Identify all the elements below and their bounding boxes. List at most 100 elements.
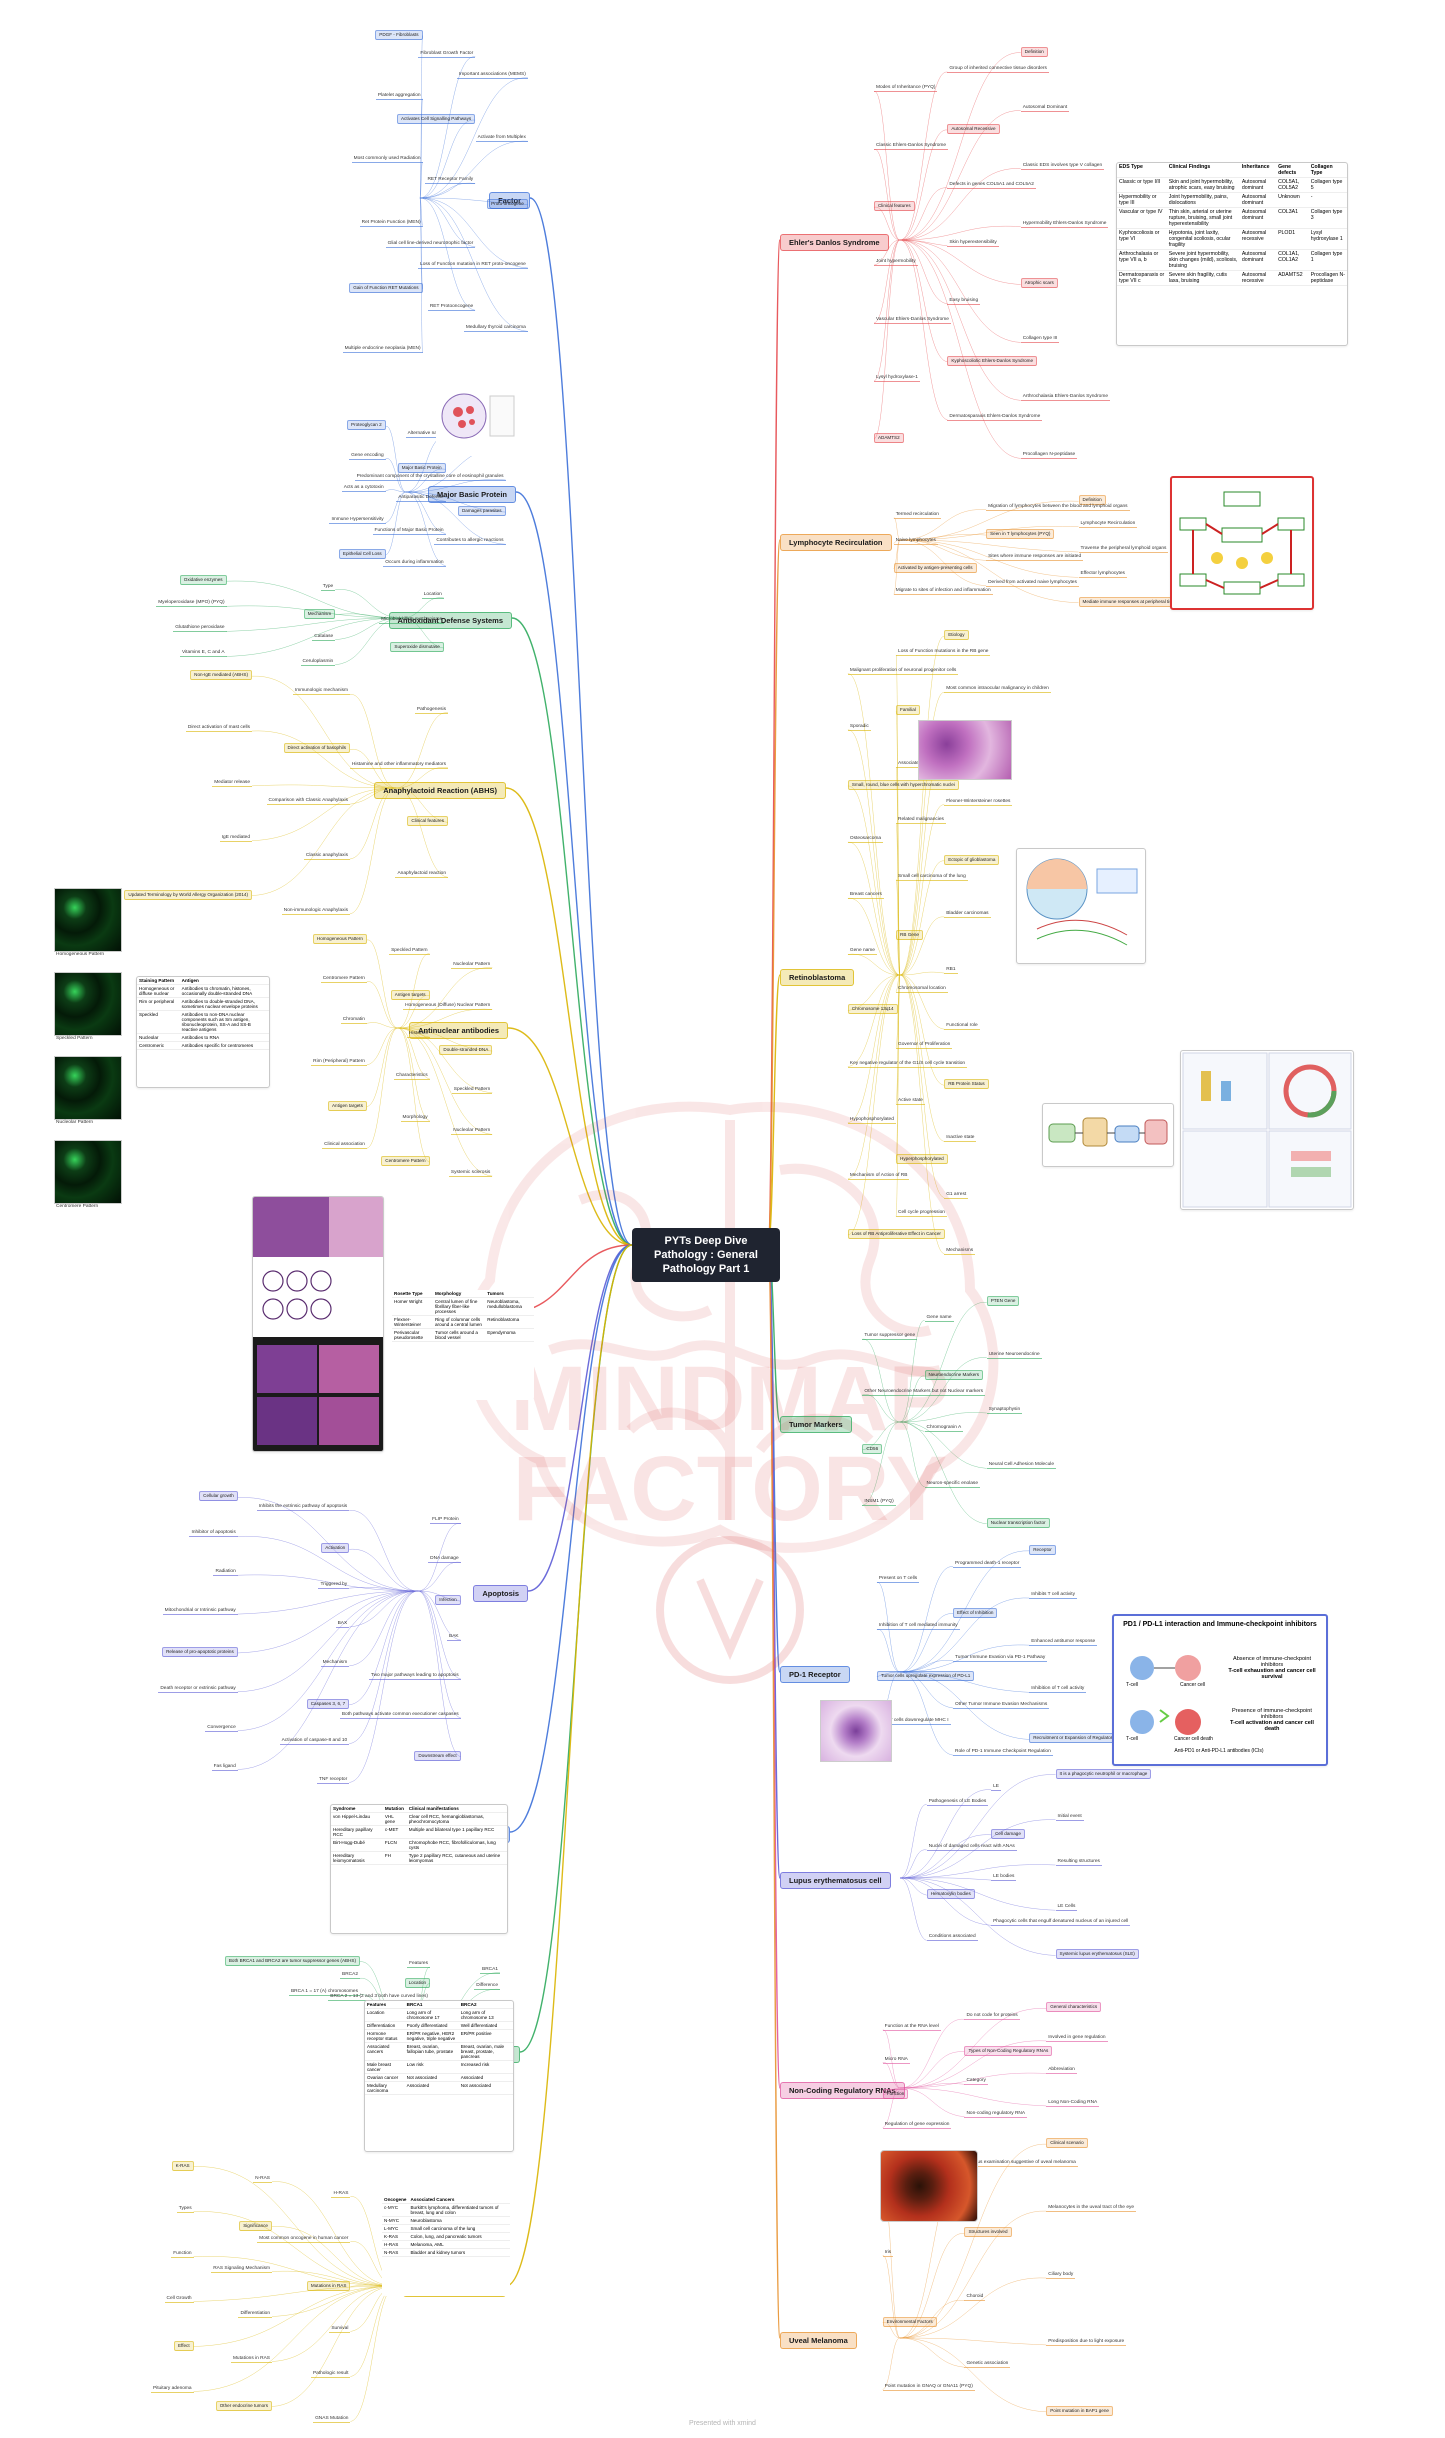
factor-leaf[interactable]: Proto-oncogene: [487, 198, 528, 209]
tumor-leaf[interactable]: Neuroendocrine Markers: [924, 1370, 984, 1381]
apop-leaf[interactable]: Inhibitor of apoptosis: [189, 1530, 238, 1538]
retino-leaf[interactable]: Hypophosphorylated: [847, 1116, 896, 1124]
branch-tumor[interactable]: Tumor Markers: [780, 1416, 852, 1433]
anaph-leaf[interactable]: Classic anaphylaxis: [303, 853, 350, 860]
retino-leaf[interactable]: RB Protein Status: [944, 1079, 989, 1090]
branch-ncrna[interactable]: Non-Coding Regulatory RNAs: [780, 2082, 905, 2099]
ehlers-leaf[interactable]: Classic Ehlers-Danlos Syndrome: [873, 143, 949, 151]
ncrna-leaf[interactable]: Non-coding regulatory RNA: [964, 2110, 1028, 2118]
ncrna-leaf[interactable]: General characteristics: [1046, 2002, 1102, 2013]
ncrna-leaf[interactable]: Abbreviation: [1046, 2067, 1077, 2075]
antiox-leaf[interactable]: Oxidative enzymes: [179, 575, 227, 586]
ehlers-leaf[interactable]: Hypermobility Ehlers-Danlos Syndrome: [1020, 220, 1109, 228]
factor-leaf[interactable]: Important associations (MEMS): [456, 71, 528, 79]
retino-leaf[interactable]: RB Gene: [896, 929, 923, 940]
tumor-leaf[interactable]: Chromogranin A: [924, 1425, 964, 1433]
antinuc-leaf[interactable]: Antigen targets: [390, 989, 430, 1000]
retino-leaf[interactable]: Mechanisms: [944, 1247, 976, 1255]
retino-leaf[interactable]: Loss of RB Antiproliferative Effect in C…: [847, 1228, 945, 1239]
ehlers-leaf[interactable]: Modes of Inheritance (PYQ): [873, 85, 938, 93]
ncrna-leaf[interactable]: Category: [964, 2078, 988, 2086]
pd1-leaf[interactable]: Enhanced antitumor response: [1029, 1639, 1098, 1647]
branch-retino[interactable]: Retinoblastoma: [780, 969, 855, 986]
retino-leaf[interactable]: Osteosarcoma: [847, 836, 884, 844]
antinuc-leaf[interactable]: Rim (Peripheral) Pattern: [311, 1058, 367, 1066]
antiox-leaf[interactable]: Location: [421, 591, 444, 599]
brca-leaf[interactable]: BRCA1: [480, 1966, 500, 1974]
lupus-leaf[interactable]: LE Cells: [1055, 1904, 1078, 1912]
ehlers-leaf[interactable]: Vascular Ehlers-Danlos Syndrome: [873, 317, 951, 325]
mbp-leaf[interactable]: Functions of Major Basic Protein: [372, 527, 446, 535]
retino-leaf[interactable]: Malignant proliferation of neuronal prog…: [847, 667, 959, 675]
antinuc-leaf[interactable]: Chromatin: [340, 1017, 367, 1025]
antinuc-leaf[interactable]: Systemic sclerosis: [448, 1170, 493, 1178]
lupus-leaf[interactable]: Hematoxylin bodies: [926, 1889, 975, 1900]
lymph-leaf[interactable]: Termed recirculation: [893, 512, 941, 520]
factor-leaf[interactable]: Ret Protein Function (MEN): [359, 219, 423, 227]
antinuc-leaf[interactable]: Double-stranded DNA: [439, 1045, 493, 1056]
anaph-leaf[interactable]: Updated Terminology by World Allergy Org…: [124, 889, 252, 900]
retino-leaf[interactable]: Sporadic: [847, 723, 871, 731]
ehlers-leaf[interactable]: Dermatosparaxis Ehlers-Danlos Syndrome: [947, 413, 1043, 421]
ehlers-leaf[interactable]: Skin hyperextensibility: [947, 239, 999, 247]
ehlers-leaf[interactable]: Autosomal Recessive: [947, 123, 1000, 134]
apop-leaf[interactable]: Activation of caspase-8 and 10: [279, 1737, 350, 1745]
ehlers-leaf[interactable]: Collagen type III: [1020, 336, 1060, 344]
tumor-leaf[interactable]: Neural Cell Adhesion Molecule: [986, 1462, 1057, 1470]
antinuc-leaf[interactable]: Nucleolar Pattern: [451, 1128, 493, 1136]
lupus-leaf[interactable]: Nuclei of damaged cells react with ANAs: [926, 1843, 1017, 1851]
brca-leaf[interactable]: Location: [404, 1977, 430, 1988]
apop-leaf[interactable]: BAK: [447, 1634, 461, 1641]
onco-leaf[interactable]: Cell Growth: [164, 2295, 194, 2303]
antinuc-leaf[interactable]: Speckled Pattern: [389, 947, 430, 955]
factor-leaf[interactable]: Activate from Multiplex: [475, 135, 528, 143]
antinuc-leaf[interactable]: Nucleolar Pattern: [451, 961, 493, 969]
retino-leaf[interactable]: Functional role: [944, 1023, 980, 1031]
apop-leaf[interactable]: Caspases 3, 6, 7: [306, 1698, 350, 1709]
onco-leaf[interactable]: Pathologic result: [310, 2370, 351, 2378]
branch-anaph[interactable]: Anaphylactoid Reaction (ABHS): [374, 782, 506, 799]
pd1-leaf[interactable]: Tumor cells downregulate MHC I: [876, 1717, 951, 1725]
lupus-leaf[interactable]: Pathogenesis of LE Bodies: [926, 1798, 989, 1806]
lymph-leaf[interactable]: Derived from activated naive lymphocytes: [986, 579, 1079, 587]
apop-leaf[interactable]: Convergence: [205, 1724, 238, 1732]
retino-leaf[interactable]: Familial: [896, 705, 920, 716]
lupus-leaf[interactable]: Phagocytic cells that engulf denatured n…: [991, 1919, 1131, 1927]
lymph-leaf[interactable]: Migration of lymphocytes between the blo…: [986, 503, 1130, 511]
apop-leaf[interactable]: Two major pathways leading to apoptosis: [368, 1672, 461, 1680]
mbp-leaf[interactable]: Antiparasitic Defense: [396, 495, 446, 503]
apop-leaf[interactable]: DNA damage: [428, 1556, 461, 1564]
uvea-leaf[interactable]: Point mutation in GNAQ or GNA11 (PYQ): [882, 2383, 975, 2391]
onco-leaf[interactable]: Mutations in RAS: [306, 2280, 351, 2291]
mbp-leaf[interactable]: Alternative name: [405, 431, 446, 439]
factor-leaf[interactable]: Loss of Function mutation in RET proto-o…: [418, 261, 528, 269]
antinuc-leaf[interactable]: Homogeneous (Diffuse) Nuclear Pattern: [403, 1003, 493, 1011]
antinuc-leaf[interactable]: Homogeneous Pattern: [312, 933, 367, 944]
apop-leaf[interactable]: Mechanism: [320, 1659, 350, 1667]
branch-uvea[interactable]: Uveal Melanoma: [780, 2332, 857, 2349]
retino-leaf[interactable]: Mechanism of Action of RB: [847, 1172, 910, 1180]
apop-leaf[interactable]: Inhibits the extrinsic pathway of apopto…: [256, 1504, 350, 1512]
mbp-leaf[interactable]: Epithelial Cell Loss: [338, 548, 386, 559]
onco-leaf[interactable]: RAS Signaling Mechanism: [211, 2265, 272, 2273]
pd1-leaf[interactable]: Inhibition of T cell activity: [1029, 1686, 1087, 1694]
tumor-leaf[interactable]: INSM1 (PYQ): [862, 1499, 896, 1507]
apop-leaf[interactable]: Downstream effect: [414, 1750, 461, 1761]
ehlers-leaf[interactable]: Kyphoscoliotic Ehlers-Danlos Syndrome: [947, 355, 1038, 366]
ncrna-leaf[interactable]: Function at the RNA level: [882, 2024, 941, 2032]
factor-leaf[interactable]: RET Receptor Family: [425, 177, 476, 185]
retino-leaf[interactable]: Most common intraocular malignancy in ch…: [944, 686, 1051, 694]
anaph-leaf[interactable]: Immunologic mechanism: [292, 688, 350, 696]
ehlers-leaf[interactable]: Autosomal Dominant: [1020, 104, 1070, 112]
onco-leaf[interactable]: Significance: [239, 2220, 272, 2231]
lymph-leaf[interactable]: Seen in T lymphocytes (PYQ): [986, 529, 1055, 540]
pd1-leaf[interactable]: Other Tumor Immune Evasion Mechanisms: [953, 1702, 1050, 1709]
retino-leaf[interactable]: Flexner-Wintersteiner rosettes: [944, 798, 1013, 806]
brca-leaf[interactable]: Both BRCA1 and BRCA2 are tumor suppresso…: [224, 1955, 360, 1966]
factor-leaf[interactable]: Glial cell line-derived neurotrophic fac…: [385, 240, 476, 248]
antinuc-leaf[interactable]: Speckled Pattern: [451, 1086, 493, 1094]
anaph-leaf[interactable]: Pathogenesis: [414, 706, 448, 714]
branch-antiox[interactable]: Antioxidant Defense Systems: [388, 612, 512, 629]
